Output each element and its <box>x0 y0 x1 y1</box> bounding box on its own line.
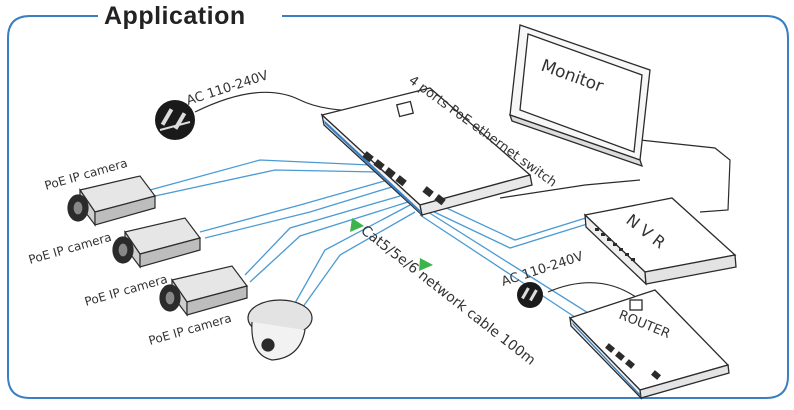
power-cable-router <box>547 282 641 301</box>
cable-switch-nvr-b <box>439 204 606 241</box>
switch-ports <box>362 151 446 206</box>
cable-camera-1b <box>154 169 379 197</box>
cable-camera-2b <box>204 185 396 239</box>
cable-camera-3b <box>249 201 409 283</box>
cable-camera-1 <box>149 159 371 191</box>
camera-4-label: PoE IP camera <box>147 311 233 348</box>
camera-1 <box>67 175 157 227</box>
cable-switch-nvr <box>429 209 601 249</box>
camera-3 <box>159 265 249 317</box>
ac-label-switch: AC 110-240V <box>185 68 271 109</box>
cable-switch-monitor <box>499 179 641 199</box>
ac-plug-router <box>517 282 543 308</box>
poe-switch <box>320 87 533 217</box>
camera-4 <box>247 299 313 361</box>
frame-border <box>7 15 789 399</box>
nvr <box>583 197 737 286</box>
cable-camera-4b <box>294 211 416 319</box>
camera-3-label: PoE IP camera <box>83 272 169 309</box>
section-heading: Application <box>98 2 252 31</box>
cable-camera-2 <box>199 179 389 233</box>
cable-arrow-2 <box>419 258 433 271</box>
camera-2 <box>112 217 202 269</box>
cable-camera-4 <box>289 204 411 313</box>
cable-camera-3 <box>244 195 401 276</box>
ac-plug-switch <box>155 100 195 140</box>
camera-2-label: PoE IP camera <box>27 230 113 267</box>
nvr-ports <box>595 228 635 261</box>
router <box>568 289 730 400</box>
monitor <box>508 24 651 168</box>
router-ports <box>605 343 661 380</box>
video-cable-monitor-nvr <box>639 139 731 213</box>
cable-label: Cat5/5e/6 network cable 100m <box>358 223 539 369</box>
cable-arrow-1 <box>350 218 364 232</box>
